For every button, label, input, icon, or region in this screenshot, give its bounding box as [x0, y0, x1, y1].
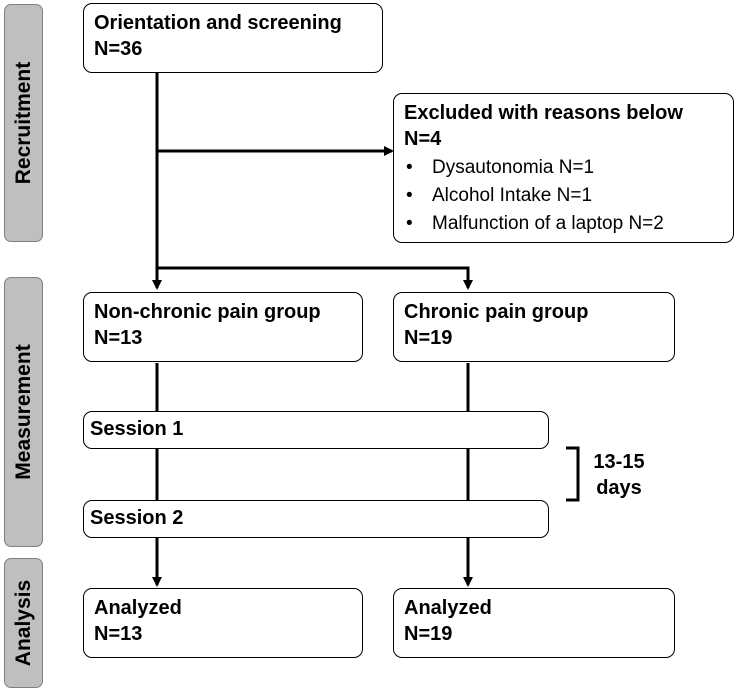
chronic-analyzed-box: Analyzed N=19	[393, 588, 675, 658]
session-2-box: Session 2	[83, 500, 549, 538]
chronic-analyzed-title: Analyzed	[404, 597, 492, 619]
interval-label: 13-15 days	[584, 449, 654, 501]
non-chronic-analyzed-count: N=13	[94, 623, 143, 645]
phase-measurement-label: Measurement	[11, 344, 35, 480]
chronic-analyzed-count: N=19	[404, 623, 453, 645]
chronic-group-title: Chronic pain group	[404, 301, 589, 323]
non-chronic-group-box: Non-chronic pain group N=13	[83, 292, 363, 362]
exclusion-reason: •Alcohol Intake N=1	[406, 185, 593, 206]
excluded-count: N=4	[404, 128, 442, 150]
phase-analysis: Analysis	[4, 558, 43, 688]
session-1-box: Session 1	[83, 411, 549, 449]
chronic-group-box: Chronic pain group N=19	[393, 292, 675, 362]
screening-title: Orientation and screening	[94, 12, 342, 34]
interval-bracket	[566, 446, 580, 502]
session-2-label: Session 2	[90, 507, 184, 529]
interval-unit: days	[596, 477, 642, 499]
excluded-box: Excluded with reasons below N=4 •Dysauto…	[393, 93, 734, 243]
non-chronic-group-title: Non-chronic pain group	[94, 301, 321, 323]
non-chronic-group-count: N=13	[94, 327, 143, 349]
non-chronic-analyzed-box: Analyzed N=13	[83, 588, 363, 658]
phase-recruitment-label: Recruitment	[11, 61, 35, 185]
phase-recruitment: Recruitment	[4, 4, 43, 242]
phase-measurement: Measurement	[4, 277, 43, 547]
session-1-label: Session 1	[90, 418, 184, 440]
exclusion-reason: •Dysautonomia N=1	[406, 157, 595, 178]
interval-range: 13-15	[593, 451, 645, 473]
screening-box: Orientation and screening N=36	[83, 3, 383, 73]
exclusion-reason: •Malfunction of a laptop N=2	[406, 213, 664, 234]
excluded-title: Excluded with reasons below	[404, 102, 683, 124]
non-chronic-analyzed-title: Analyzed	[94, 597, 182, 619]
phase-analysis-label: Analysis	[11, 579, 35, 667]
screening-count: N=36	[94, 38, 143, 60]
chronic-branch-arrow	[157, 266, 473, 290]
exclusion-reasons-list: •Dysautonomia N=1 •Alcohol Intake N=1 •M…	[404, 154, 733, 238]
chronic-group-count: N=19	[404, 327, 453, 349]
